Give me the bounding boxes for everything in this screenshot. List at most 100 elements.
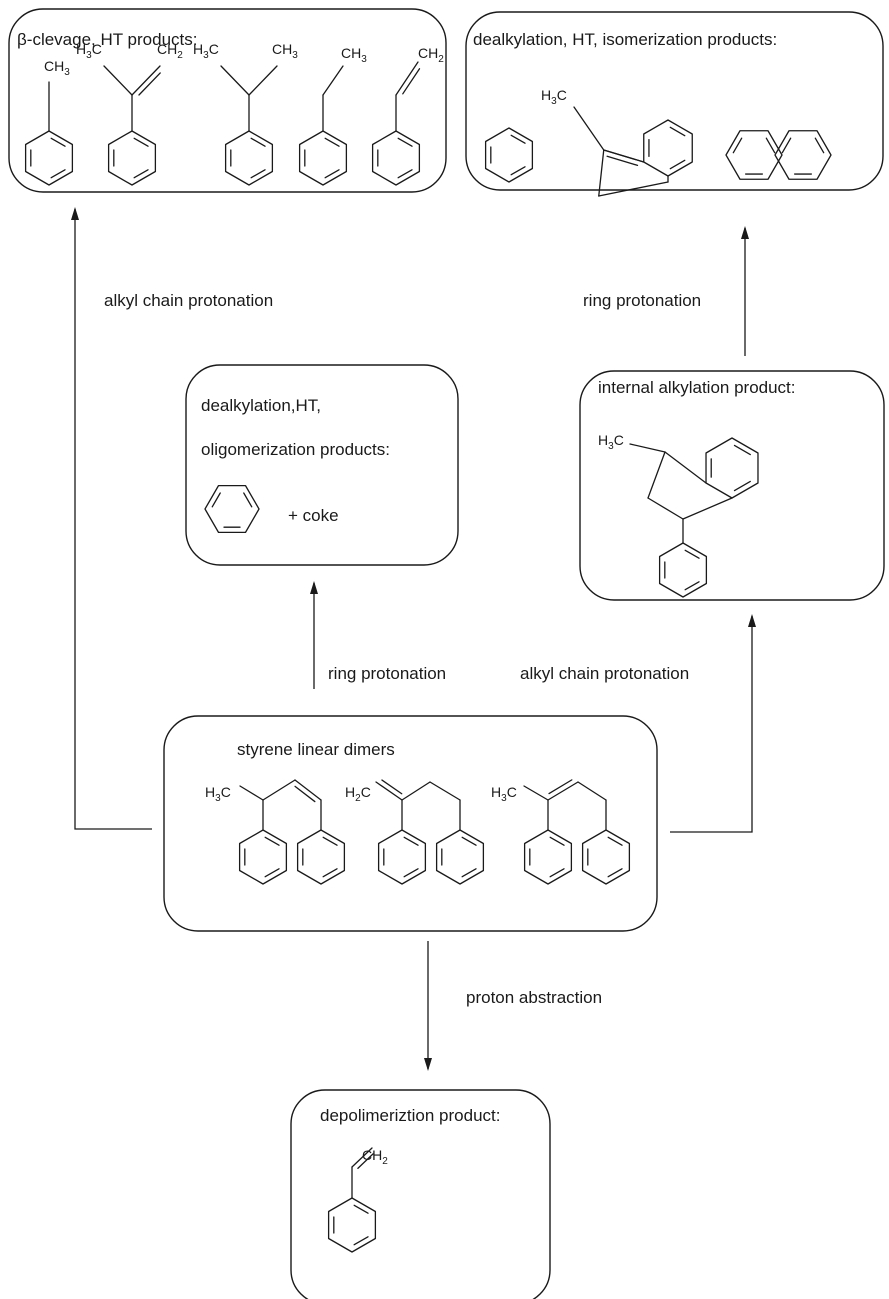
benzene-ring [371, 130, 421, 186]
bond [395, 61, 419, 96]
middle-arrow-head [310, 581, 318, 594]
bond [607, 836, 623, 846]
down-arrow-label: proton abstraction [466, 988, 602, 1007]
bond [133, 137, 149, 147]
benzene-ring [774, 130, 832, 180]
bond [264, 836, 280, 846]
molecular-structures [24, 61, 832, 1253]
bond [239, 785, 264, 801]
benzene-ring [435, 829, 485, 885]
bond [402, 68, 421, 95]
styrene-dimers-title: styrene linear dimers [237, 740, 395, 759]
bond [381, 779, 403, 795]
bond [684, 581, 700, 591]
right-top-arrow-head [741, 226, 749, 239]
bond [598, 181, 669, 197]
benzene-ring [725, 130, 783, 180]
beta-cleavage-box [8, 8, 447, 193]
bond [138, 72, 161, 96]
bond [50, 169, 66, 179]
bond [523, 785, 549, 801]
bond [133, 169, 149, 179]
bond [322, 868, 338, 878]
bond [357, 1153, 374, 1169]
down-arrow-head [424, 1058, 432, 1071]
bond [606, 155, 639, 166]
bond [548, 779, 573, 795]
bond [765, 137, 776, 154]
bond [669, 126, 686, 137]
benzene-ring [224, 130, 274, 186]
depolymerization-box [290, 1089, 551, 1299]
bond [733, 480, 751, 492]
beta-cleavage-title: β-clevage, HT products: [17, 30, 197, 49]
bond [547, 781, 579, 801]
bond [131, 65, 161, 96]
bond [397, 137, 413, 147]
isomerization-box [465, 11, 884, 191]
right-top-arrow-label: ring protonation [583, 291, 701, 310]
oligomerization-box [185, 364, 459, 566]
bond [220, 65, 250, 96]
left-flow-line [74, 209, 152, 830]
benzene-ring [238, 829, 288, 885]
styrene-methylene-label: CH2 [418, 45, 444, 65]
bond [577, 781, 607, 801]
bond [248, 65, 278, 96]
bond [250, 137, 266, 147]
bond [814, 137, 825, 154]
bond [324, 137, 340, 147]
left-arrow-head [71, 207, 79, 220]
methylindene-methyl-label: H3C [541, 87, 567, 107]
dimer2-methylene-label: H2C [345, 784, 371, 804]
benzene-ring [581, 829, 631, 885]
benzene-ring [643, 119, 693, 177]
benzene-ring [298, 130, 348, 186]
bond [103, 65, 133, 96]
methylindane-methyl-label: H3C [598, 432, 624, 452]
bond [211, 492, 221, 508]
bond [669, 159, 686, 170]
bond [647, 497, 684, 520]
bond [629, 443, 666, 453]
bond [664, 451, 707, 484]
benzene-ring [24, 130, 74, 186]
benzene-ring [377, 829, 427, 885]
bond [322, 836, 338, 846]
bond [461, 836, 477, 846]
internal-alkylation-title: internal alkylation product: [598, 378, 796, 397]
middle-arrow-label: ring protonation [328, 664, 446, 683]
bond [733, 444, 751, 456]
bond [294, 785, 316, 803]
benzene-ring [204, 484, 260, 534]
benzene-ring [107, 130, 157, 186]
bond [682, 497, 733, 520]
methylstyrene-methyl-label: H3C [76, 41, 102, 61]
depolymerization-title: depolimeriztion product: [320, 1106, 500, 1125]
bond [50, 137, 66, 147]
bond [598, 149, 605, 197]
bond [322, 65, 344, 96]
coke-label: + coke [288, 506, 339, 525]
depoly-styrene-methylene-label: CH2 [362, 1147, 388, 1167]
bond [353, 1236, 369, 1246]
dimer1-methyl-label: H3C [205, 784, 231, 804]
bond [351, 1147, 373, 1168]
bond [294, 779, 322, 801]
right-flow-line [670, 616, 753, 833]
bond [573, 106, 605, 151]
bond [375, 781, 403, 801]
bond [403, 836, 419, 846]
bond [607, 868, 623, 878]
benzene-ring [705, 437, 759, 499]
bond [397, 169, 413, 179]
oligomerization-title-line2: oligomerization products: [201, 440, 390, 459]
styrene-dimers-box [163, 715, 658, 932]
bond [549, 868, 565, 878]
benzene-ring [296, 829, 346, 885]
benzene-ring [327, 1197, 377, 1253]
right-arrow-head [748, 614, 756, 627]
cumene-methyl-right-label: CH3 [272, 41, 298, 61]
oligomerization-title-line1: dealkylation,HT, [201, 396, 321, 415]
